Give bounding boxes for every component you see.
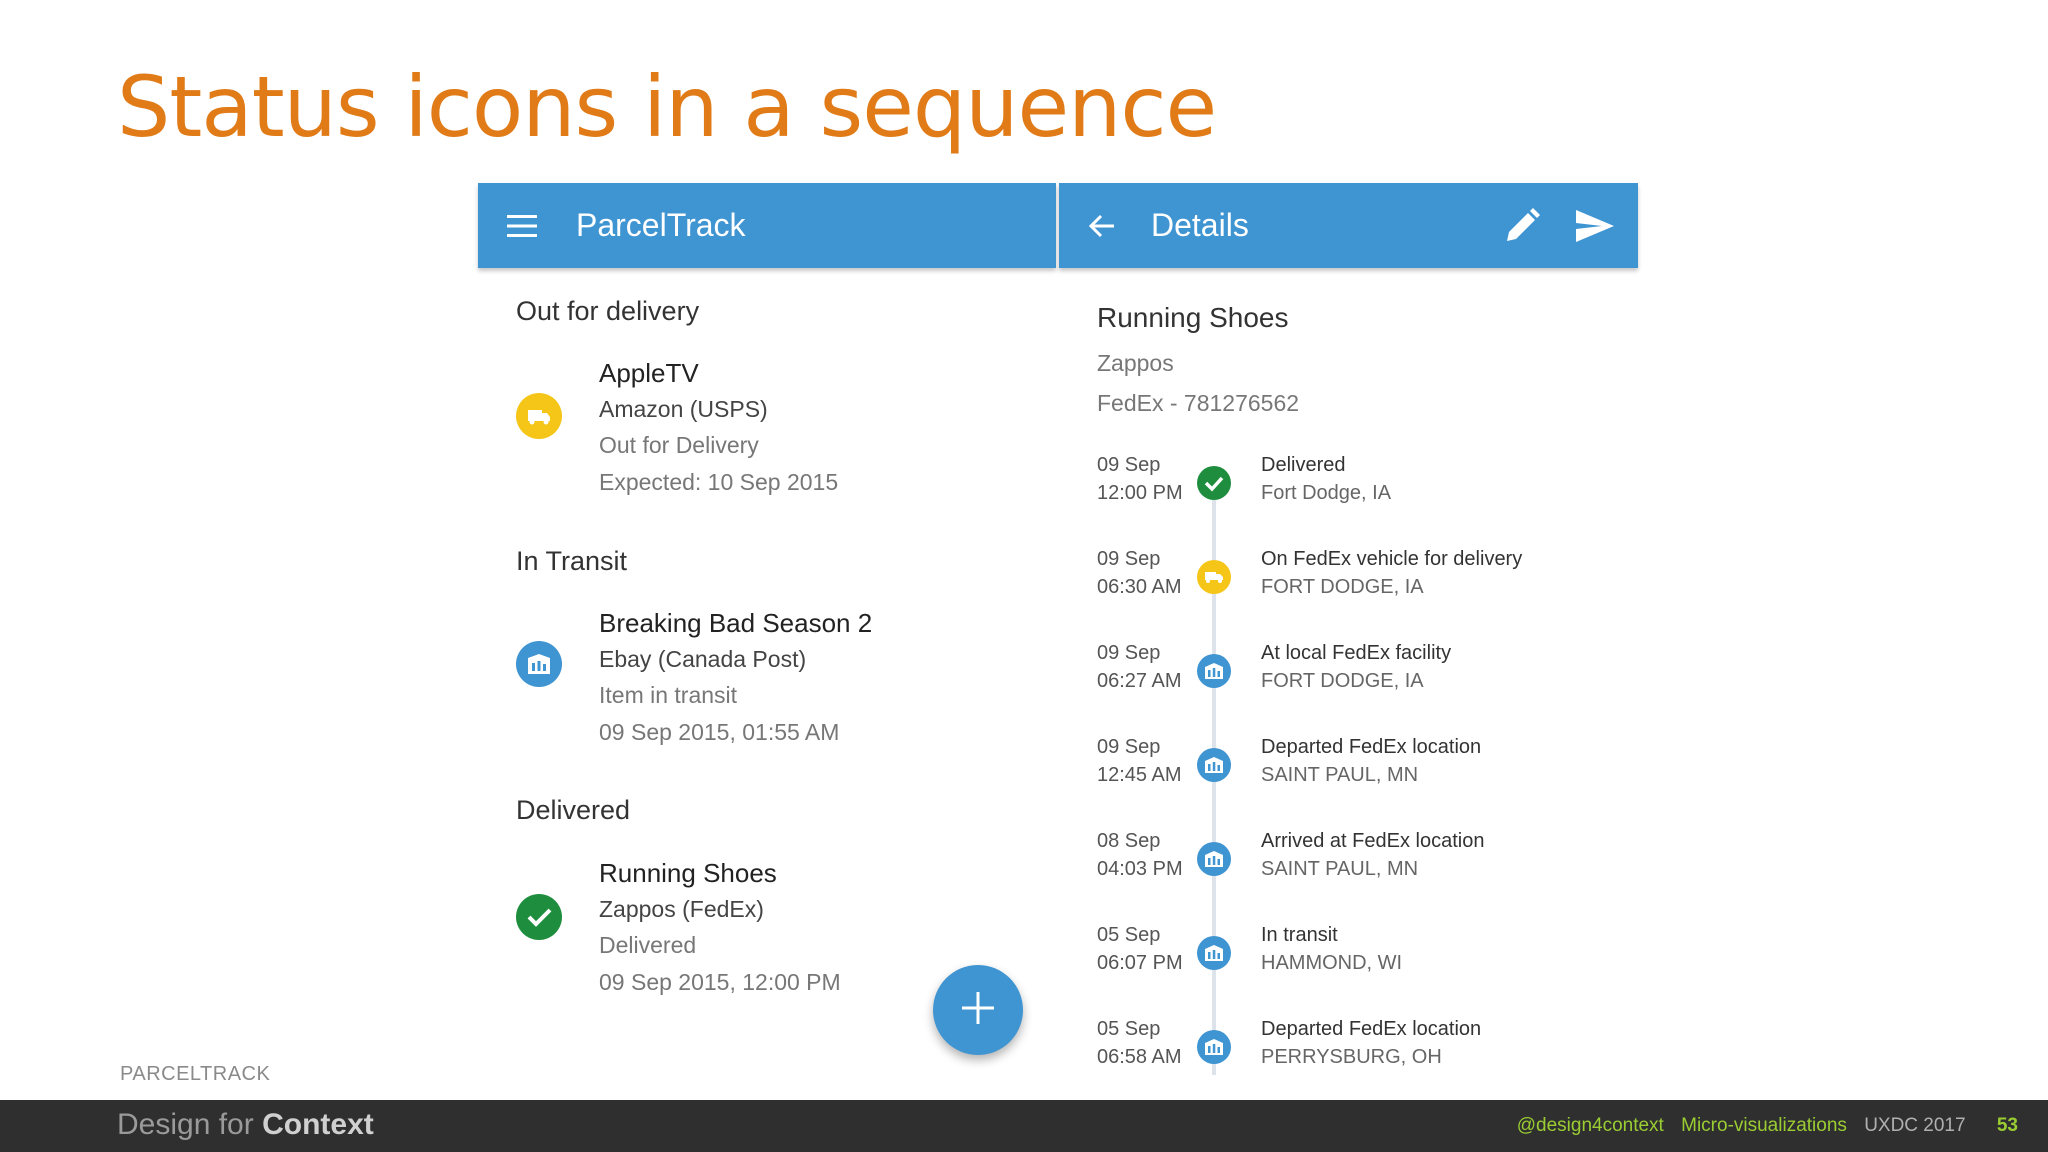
slide-footer: Design for Context @design4context Micro… <box>0 1100 2048 1152</box>
event-status: At local FedEx facility <box>1261 642 1452 664</box>
event-time: 06:07 PM <box>1097 952 1183 974</box>
event-date: 09 Sep <box>1097 548 1161 570</box>
event-location: PERRYSBURG, OH <box>1261 1046 1442 1068</box>
parcel-card-breaking-bad[interactable]: Breaking Bad Season 2 Ebay (Canada Post)… <box>516 608 1036 778</box>
event-location: SAINT PAUL, MN <box>1261 764 1419 786</box>
event-status: Departed FedEx location <box>1261 736 1482 758</box>
event-status: In transit <box>1261 924 1338 946</box>
event-status: Delivered <box>1261 454 1346 476</box>
talk-topic: Micro-visualizations <box>1681 1115 1847 1136</box>
brand-light: Design for <box>117 1108 263 1141</box>
event-location: HAMMOND, WI <box>1261 952 1403 974</box>
slide-caption: PARCELTRACK <box>120 1063 271 1085</box>
timeline-event: 09 Sep 06:30 AM On FedEx vehicle for del… <box>1059 548 1638 608</box>
parcel-date: 09 Sep 2015, 01:55 AM <box>599 719 840 745</box>
send-icon[interactable] <box>1574 204 1618 248</box>
event-status: Departed FedEx location <box>1261 1018 1482 1040</box>
building-icon <box>1197 936 1231 970</box>
building-icon <box>516 641 562 687</box>
section-heading-delivered: Delivered <box>516 795 631 825</box>
timeline-event: 05 Sep 06:58 AM Departed FedEx location … <box>1059 1018 1638 1078</box>
parcel-name: Running Shoes <box>599 858 777 888</box>
parcel-date: Expected: 10 Sep 2015 <box>599 469 839 495</box>
page-number: 53 <box>1996 1115 2018 1136</box>
menu-icon[interactable] <box>506 208 542 244</box>
truck-icon <box>1197 560 1231 594</box>
details-parcel-name: Running Shoes <box>1097 302 1289 333</box>
parcel-card-running-shoes[interactable]: Running Shoes Zappos (FedEx) Delivered 0… <box>516 858 1036 1028</box>
timeline-event: 09 Sep 12:00 PM Delivered Fort Dodge, IA <box>1059 454 1638 514</box>
parcel-list: Out for delivery AppleTV Amazon (USPS) O… <box>478 268 1056 1098</box>
section-heading-in-transit: In Transit <box>516 546 628 576</box>
timeline-event: 05 Sep 06:07 PM In transit HAMMOND, WI <box>1059 924 1638 984</box>
event-status: Arrived at FedEx location <box>1261 830 1485 852</box>
details-merchant: Zappos <box>1097 350 1174 376</box>
event-date: 09 Sep <box>1097 736 1161 758</box>
app-title: ParcelTrack <box>576 207 746 243</box>
event-time: 06:30 AM <box>1097 576 1182 598</box>
event-date: 09 Sep <box>1097 454 1161 476</box>
event-date: 09 Sep <box>1097 642 1161 664</box>
section-heading-out-for-delivery: Out for delivery <box>516 296 700 326</box>
slide-title: Status icons in a sequence <box>117 58 1217 156</box>
parcel-status: Item in transit <box>599 682 738 708</box>
plus-icon <box>958 988 998 1033</box>
building-icon <box>1197 1030 1231 1064</box>
add-parcel-button[interactable] <box>933 965 1023 1055</box>
brand-logo: Design for Context <box>117 1108 374 1142</box>
event-location: Fort Dodge, IA <box>1261 482 1392 504</box>
parcel-name: Breaking Bad Season 2 <box>599 608 873 638</box>
truck-icon <box>516 393 562 439</box>
parcel-merchant: Ebay (Canada Post) <box>599 646 807 672</box>
parcel-card-appletv[interactable]: AppleTV Amazon (USPS) Out for Delivery E… <box>516 358 1036 528</box>
event-location: FORT DODGE, IA <box>1261 576 1424 598</box>
building-icon <box>1197 748 1231 782</box>
twitter-handle: @design4context <box>1516 1115 1664 1136</box>
check-icon <box>516 894 562 940</box>
event-location: SAINT PAUL, MN <box>1261 858 1419 880</box>
building-icon <box>1197 654 1231 688</box>
timeline-event: 09 Sep 06:27 AM At local FedEx facility … <box>1059 642 1638 702</box>
parcel-date: 09 Sep 2015, 12:00 PM <box>599 969 841 995</box>
event-time: 06:27 AM <box>1097 670 1182 692</box>
event-date: 08 Sep <box>1097 830 1161 852</box>
parcel-name: AppleTV <box>599 358 699 388</box>
event-status: On FedEx vehicle for delivery <box>1261 548 1523 570</box>
details-app-bar: Details <box>1059 183 1638 268</box>
building-icon <box>1197 842 1231 876</box>
event-time: 12:45 AM <box>1097 764 1182 786</box>
footer-info: @design4context Micro-visualizations UXD… <box>1517 1115 2018 1137</box>
event-date: 05 Sep <box>1097 1018 1161 1040</box>
parcel-status: Out for Delivery <box>599 432 759 458</box>
details-title: Details <box>1151 207 1249 243</box>
brand-bold: Context <box>262 1108 374 1141</box>
parcel-merchant: Amazon (USPS) <box>599 396 768 422</box>
event-time: 04:03 PM <box>1097 858 1183 880</box>
details-tracking-number: FedEx - 781276562 <box>1097 390 1300 416</box>
check-icon <box>1197 466 1231 500</box>
parcel-status: Delivered <box>599 932 697 958</box>
event-time: 12:00 PM <box>1097 482 1183 504</box>
parcel-merchant: Zappos (FedEx) <box>599 896 764 922</box>
parcel-details: Running Shoes Zappos FedEx - 781276562 0… <box>1059 268 1638 1098</box>
pencil-icon[interactable] <box>1502 204 1546 248</box>
timeline-event: 09 Sep 12:45 AM Departed FedEx location … <box>1059 736 1638 796</box>
event-time: 06:58 AM <box>1097 1046 1182 1068</box>
timeline-event: 08 Sep 04:03 PM Arrived at FedEx locatio… <box>1059 830 1638 890</box>
event-location: FORT DODGE, IA <box>1261 670 1424 692</box>
event-date: 05 Sep <box>1097 924 1161 946</box>
arrow-back-icon[interactable] <box>1087 209 1121 243</box>
parceltrack-app-bar: ParcelTrack <box>478 183 1056 268</box>
conference-name: UXDC 2017 <box>1864 1115 1966 1136</box>
